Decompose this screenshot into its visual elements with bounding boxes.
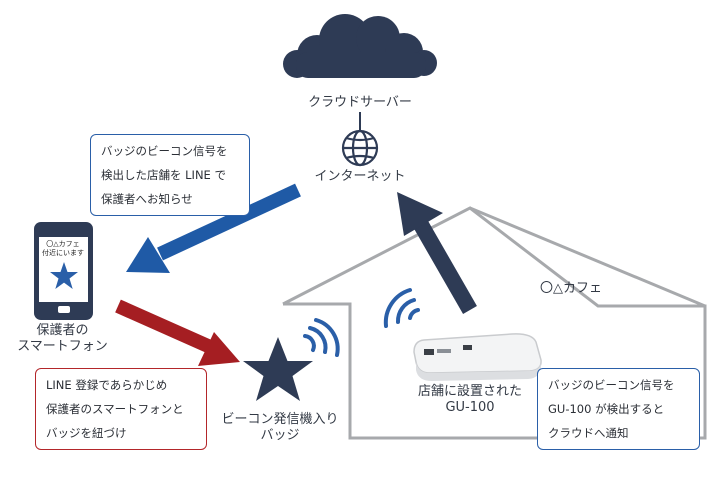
cafe-label: 〇△カフェ bbox=[540, 281, 602, 296]
callout-notify-parent: バッジのビーコン信号を 検出した店舗を LINE で 保護者へお知らせ bbox=[90, 134, 250, 216]
navy-arrow-to-internet bbox=[397, 192, 477, 314]
house-outline-icon bbox=[282, 206, 707, 440]
callout-detect-line-2: GU-100 が検出すると bbox=[548, 402, 665, 416]
globe-icon bbox=[341, 129, 379, 167]
gateway-device-icon bbox=[413, 333, 542, 381]
callout-register-line-1: LINE 登録であらかじめ bbox=[46, 378, 168, 392]
star-badge-icon bbox=[243, 337, 313, 401]
cloud-server-label: クラウドサーバー bbox=[308, 95, 412, 110]
callout-detect-line-3: クラウドへ通知 bbox=[548, 426, 629, 440]
phone-star-icon bbox=[50, 262, 78, 289]
phone-screen-line-2: 付近にいます bbox=[42, 249, 84, 257]
callout-register-line-3: バッジを紐づけ bbox=[46, 426, 127, 440]
badge-signal-icon bbox=[303, 318, 340, 357]
phone-screen-line-1: 〇△カフェ bbox=[46, 240, 80, 248]
smartphone-icon bbox=[34, 222, 93, 320]
internet-label: インターネット bbox=[314, 169, 406, 184]
callout-notify-line-1: バッジのビーコン信号を bbox=[101, 144, 228, 158]
red-arrow-to-badge bbox=[115, 299, 240, 366]
blue-arrow-to-phone bbox=[126, 183, 301, 273]
callout-notify-line-2: 検出した店舗を LINE で bbox=[101, 168, 226, 182]
phone-screen-text: 〇△カフェ 付近にいます bbox=[39, 240, 87, 258]
badge-label-line-1: ビーコン発信機入り bbox=[221, 412, 339, 427]
callout-detect-line-1: バッジのビーコン信号を bbox=[548, 378, 675, 392]
gateway-label-line-1: 店舗に設置された bbox=[417, 384, 522, 399]
callout-register: LINE 登録であらかじめ 保護者のスマートフォンと バッジを紐づけ bbox=[35, 368, 207, 450]
phone-label-line-1: 保護者の bbox=[36, 323, 89, 338]
phone-label-line-2: スマートフォン bbox=[17, 339, 108, 354]
badge-label: ビーコン発信機入り バッジ bbox=[215, 412, 345, 444]
gateway-signal-icon bbox=[383, 288, 420, 328]
phone-label: 保護者の スマートフォン bbox=[0, 323, 125, 355]
callout-notify-line-3: 保護者へお知らせ bbox=[101, 192, 193, 206]
callout-register-line-2: 保護者のスマートフォンと bbox=[46, 402, 184, 416]
gateway-label-line-2: GU-100 bbox=[445, 400, 495, 415]
callout-detect: バッジのビーコン信号を GU-100 が検出すると クラウドへ通知 bbox=[537, 368, 700, 450]
gateway-label: 店舗に設置された GU-100 bbox=[400, 384, 540, 416]
house-right-edge bbox=[469, 206, 706, 308]
badge-label-line-2: バッジ bbox=[260, 428, 300, 443]
cloud-icon bbox=[283, 14, 437, 78]
